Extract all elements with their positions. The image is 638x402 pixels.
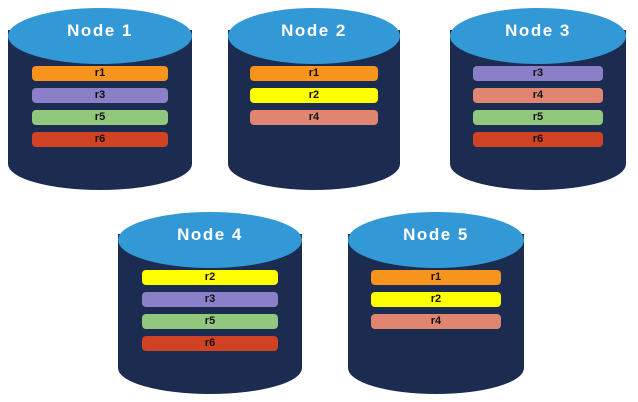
cylinder-top-ellipse	[118, 212, 302, 268]
replica-bar-r2[interactable]: r2	[141, 270, 279, 285]
replica-bar-r2[interactable]: r2	[370, 292, 502, 307]
replica-bar-r5[interactable]: r5	[472, 110, 604, 125]
replica-bar-r3[interactable]: r3	[472, 66, 604, 81]
replica-bar-r3[interactable]: r3	[31, 88, 169, 103]
cylinder-top-ellipse	[228, 8, 400, 64]
replica-list: r1 r2 r4	[348, 270, 524, 329]
replica-bar-r4[interactable]: r4	[250, 110, 378, 125]
replica-bar-r1[interactable]: r1	[31, 66, 169, 81]
cylinder-top-ellipse	[450, 8, 626, 64]
replica-list: r1 r2 r4	[228, 66, 400, 125]
replica-bar-r5[interactable]: r5	[141, 314, 279, 329]
replica-list: r1 r3 r5 r6	[8, 66, 192, 147]
replica-bar-r6[interactable]: r6	[472, 132, 604, 147]
replica-bar-r4[interactable]: r4	[472, 88, 604, 103]
replica-bar-r6[interactable]: r6	[31, 132, 169, 147]
cylinder-top-ellipse	[348, 212, 524, 268]
replica-bar-r4[interactable]: r4	[370, 314, 502, 329]
replica-bar-r1[interactable]: r1	[250, 66, 378, 81]
replica-bar-r3[interactable]: r3	[141, 292, 279, 307]
replica-list: r3 r4 r5 r6	[450, 66, 626, 147]
replica-bar-r1[interactable]: r1	[370, 270, 502, 285]
replica-bar-r2[interactable]: r2	[250, 88, 378, 103]
replica-bar-r5[interactable]: r5	[31, 110, 169, 125]
replica-list: r2 r3 r5 r6	[118, 270, 302, 351]
cylinder-top-ellipse	[8, 8, 192, 64]
replica-bar-r6[interactable]: r6	[141, 336, 279, 351]
